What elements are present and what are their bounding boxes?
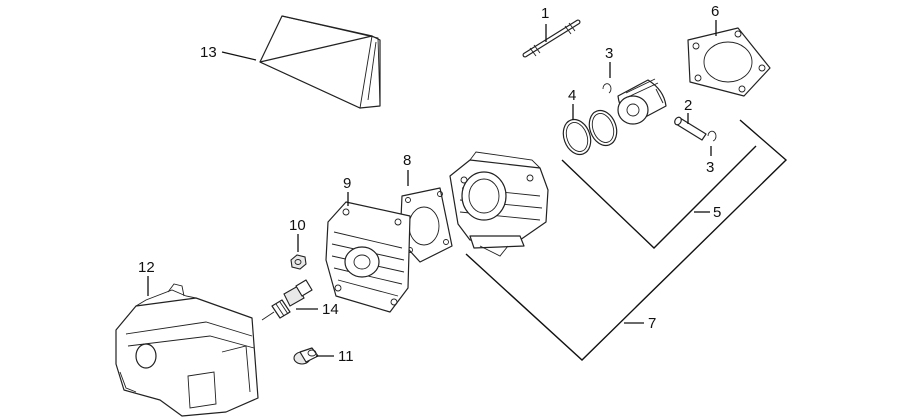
leader-lines: [147, 20, 717, 357]
part-12-head-shroud: [115, 283, 259, 417]
part-13-gasket-kit: [259, 15, 381, 109]
part-3-piston-clip-upper: [602, 83, 612, 94]
callout-4: 4: [568, 87, 576, 104]
bracket-7-cylinder-assembly: [465, 119, 788, 361]
callout-11: 11: [338, 348, 354, 365]
callout-6: 6: [711, 3, 719, 20]
part-4-piston-rings: [562, 109, 618, 156]
callout-3-upper: 3: [605, 45, 613, 62]
cylinder: [449, 151, 549, 257]
assembly-brackets: [465, 119, 788, 361]
piston: [617, 78, 667, 125]
part-1-stud-bolt: [522, 19, 581, 58]
callout-9: 9: [343, 175, 351, 192]
callout-5: 5: [713, 204, 721, 221]
part-10-nut: [290, 254, 307, 270]
callout-2: 2: [684, 97, 692, 114]
callout-13: 13: [200, 44, 217, 61]
part-6-base-gasket: [687, 27, 771, 97]
part-11-fitting: [293, 347, 319, 365]
callout-12: 12: [138, 259, 155, 276]
bracket-5-piston-assembly: [561, 145, 757, 249]
callout-1: 1: [541, 5, 549, 22]
callout-7: 7: [648, 315, 656, 332]
callout-14: 14: [322, 301, 339, 318]
part-2-piston-pin: [674, 116, 707, 141]
callout-labels: 1 2 3 3 4 5 6 7 8 9 10 11 12 13 14: [138, 3, 721, 365]
callout-10: 10: [289, 217, 306, 234]
callout-8: 8: [403, 152, 411, 169]
part-9-cylinder-head: [325, 201, 411, 313]
callout-3-lower: 3: [706, 159, 714, 176]
part-3-piston-clip-lower: [707, 130, 717, 142]
part-14-spark-plug: [261, 279, 313, 321]
